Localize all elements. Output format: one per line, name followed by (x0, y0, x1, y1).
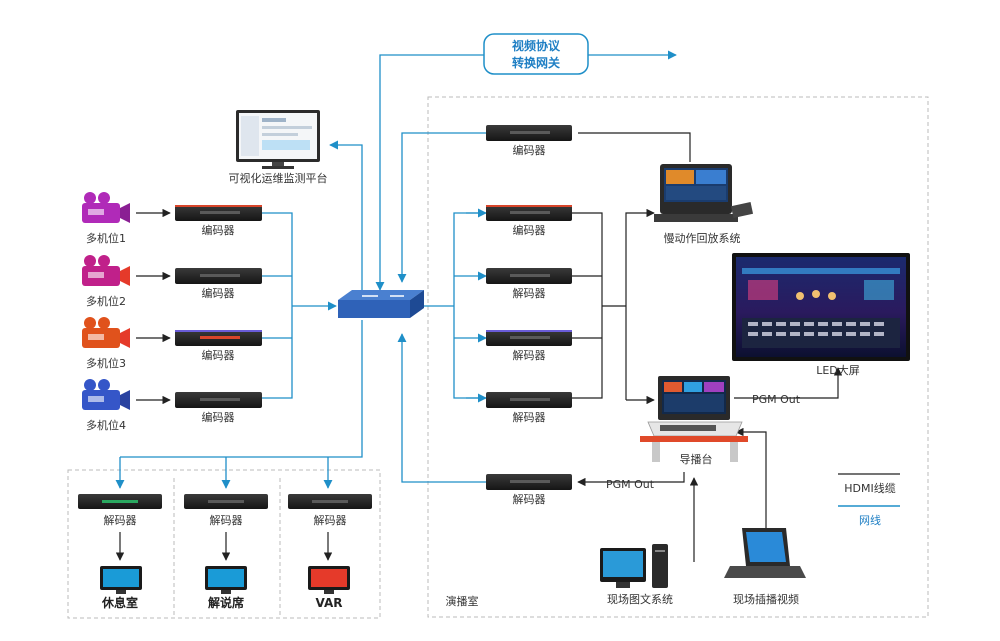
gateway-line2: 转换网关 (512, 55, 560, 70)
studio-device-1-label: 编码器 (513, 223, 546, 237)
bottom-decoder-3-label: 解码器 (314, 513, 347, 527)
camera-4-label: 多机位4 (86, 418, 126, 432)
bottom-decoder-1-label: 解码器 (104, 513, 137, 527)
display-commentary: 解说席 (205, 566, 247, 610)
studio-device-4-label: 解码器 (513, 410, 546, 424)
studio-device-1: 编码器 (486, 205, 572, 237)
legend: HDMI线缆 网线 (838, 473, 900, 527)
camera-2-label: 多机位2 (86, 294, 126, 308)
camera-3: 多机位3 (82, 317, 130, 370)
slow-motion-label: 慢动作回放系统 (664, 231, 741, 245)
graphics-system-label: 现场图文系统 (607, 592, 673, 606)
studio-device-4: 解码器 (486, 392, 572, 424)
left-encoder-2-label: 编码器 (202, 286, 235, 300)
monitor-platform-label: 可视化运维监测平台 (229, 171, 328, 185)
pgm-out-2: PGM Out (606, 478, 655, 491)
camera-1-label: 多机位1 (86, 231, 126, 245)
bottom-decoder-2: 解码器 (184, 494, 268, 527)
legend-network-label: 网线 (859, 513, 881, 527)
network-switch (338, 290, 424, 318)
studio-area (427, 96, 929, 618)
protocol-gateway: 视频协议 转换网关 (483, 33, 589, 75)
display-commentary-label: 解说席 (208, 595, 244, 610)
network-links (115, 50, 677, 489)
pgm-out-1: PGM Out (752, 393, 801, 406)
camera-3-label: 多机位3 (86, 356, 126, 370)
studio-room-label: 演播室 (446, 594, 479, 608)
left-encoder-1: 编码器 (175, 205, 262, 237)
live-stream-label: 现场插播视频 (733, 592, 799, 606)
studio-device-2-label: 解码器 (513, 286, 546, 300)
left-encoder-3: 编码器 (175, 330, 262, 362)
hdmi-links (115, 132, 843, 562)
studio-device-3-label: 解码器 (513, 348, 546, 362)
studio-top-encoder-label: 编码器 (513, 143, 546, 157)
studio-bottom-decoder-label: 解码器 (513, 492, 546, 506)
studio-device-3: 解码器 (486, 330, 572, 362)
camera-1: 多机位1 (82, 192, 130, 245)
live-stream-laptop: 现场插播视频 (724, 528, 806, 606)
output-area (67, 469, 381, 619)
gateway-line1: 视频协议 (512, 38, 561, 53)
bottom-decoder-1: 解码器 (78, 494, 162, 527)
studio-device-2: 解码器 (486, 268, 572, 300)
display-var: VAR (308, 566, 350, 610)
camera-4: 多机位4 (82, 379, 130, 432)
studio-top-encoder: 编码器 (486, 125, 572, 157)
director-console: 导播台 (640, 376, 748, 466)
graphics-system: 现场图文系统 (600, 544, 673, 606)
led-screen-label: LED大屏 (816, 363, 860, 377)
left-encoder-4: 编码器 (175, 392, 262, 424)
monitor-platform: 可视化运维监测平台 (229, 110, 328, 185)
left-encoder-4-label: 编码器 (202, 410, 235, 424)
bottom-decoder-3: 解码器 (288, 494, 372, 527)
display-lounge: 休息室 (100, 566, 142, 610)
led-screen: LED大屏 (732, 253, 910, 377)
legend-hdmi-label: HDMI线缆 (844, 481, 895, 495)
director-label: 导播台 (680, 452, 713, 466)
display-lounge-label: 休息室 (101, 595, 138, 610)
left-encoder-2: 编码器 (175, 268, 262, 300)
slow-motion-system: 慢动作回放系统 (654, 164, 754, 245)
studio-bottom-decoder: 解码器 (486, 474, 572, 506)
bottom-decoder-2-label: 解码器 (210, 513, 243, 527)
camera-2: 多机位2 (82, 255, 130, 308)
display-var-label: VAR (316, 596, 343, 610)
left-encoder-1-label: 编码器 (202, 223, 235, 237)
left-encoder-3-label: 编码器 (202, 348, 235, 362)
